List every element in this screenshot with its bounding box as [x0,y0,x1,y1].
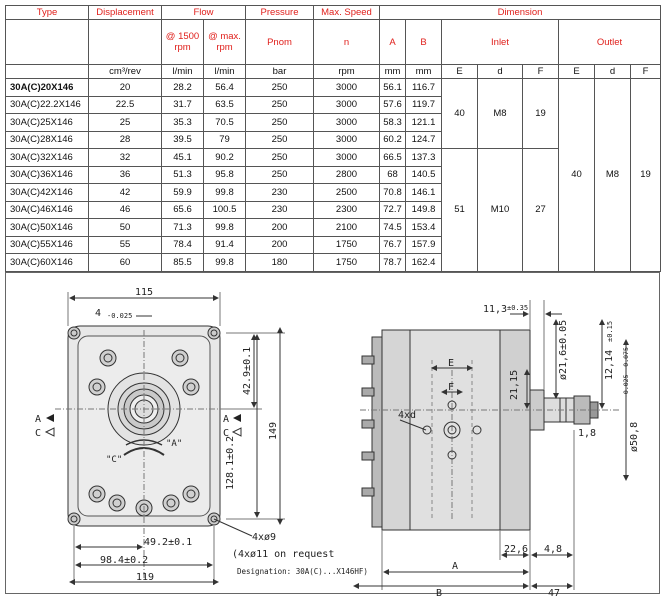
dim-F: F [448,382,454,393]
dim-50-8-tol: -0.025 -0.075 [622,347,630,398]
cell-B: 146.1 [405,183,442,202]
dim-holes-request: (4xø11 on request [232,549,334,560]
rotation-c: "C" [106,455,122,465]
dim-12-14: 12,14 [604,350,615,380]
dim-11-3-tol: ±0.35 [507,304,528,312]
front-view-labels: 115 4 -0.025 42.9±0.1 128.1±0.2 149 49.2… [35,287,368,583]
dim-115: 115 [135,287,153,298]
dim-21-15: 21,15 [509,370,520,400]
inlet-d: M8 [477,78,523,149]
dim-11-3: 11,3 [483,304,507,315]
dim-50-8: ø50,8 [629,422,640,452]
subheader-row: @ 1500 rpm @ max. rpm Pnom n A B Inlet O… [5,19,662,65]
label-C-left: C [35,428,41,439]
designation-text: Designation: 30A(C)...X146HF) [237,567,368,576]
unit-outlet-F: F [629,64,662,79]
subheader-flow-1500: @ 1500 rpm [161,19,204,65]
dim-E: E [448,358,454,369]
subheader-inlet: Inlet [441,19,559,65]
dim-22-6: 22,6 [504,544,528,555]
dim-128-1: 128.1±0.2 [225,436,236,490]
dim-4xd: 4xd [398,410,416,421]
subheader-pnom: Pnom [245,19,314,65]
side-view [353,300,629,590]
dim-149: 149 [268,422,279,440]
subheader-A: A [379,19,406,65]
dim-A: A [452,561,458,572]
cell-type: 30A(C)60X146 [5,253,89,272]
unit-outlet-E: E [558,64,595,79]
dim-98-4: 98.4±0.2 [100,555,148,566]
label-C-right: C [223,428,229,439]
dim-119: 119 [136,572,154,583]
inlet-E: 51 [441,148,478,272]
units-row: cm³/rev l/min l/min bar rpm mm mm E d F … [5,64,662,79]
inlet-E: 40 [441,78,478,149]
dim-B: B [436,588,442,599]
dim-21-6: ø21,6±0.05 [558,320,569,380]
cell-B: 149.8 [405,200,442,219]
inlet-d: M10 [477,148,523,272]
subheader-flow-max: @ max. rpm [203,19,246,65]
label-A-right: A [223,414,229,425]
drawing-frame [5,272,660,594]
dim-12-14-tol: ±0.15 [606,321,614,342]
dim-42-9: 42.9±0.1 [242,347,253,395]
dim-4-tol: -0.025 [107,312,132,320]
inlet-F: 27 [522,148,559,272]
cell-B: 119.7 [405,95,442,114]
outlet-F: 19 [629,78,662,272]
dim-47: 47 [548,588,560,599]
dim-holes: 4xø9 [252,532,276,543]
dim-1-8: 1,8 [578,428,596,439]
side-view-labels: 11,3 ±0.35 ø21,6±0.05 12,14 ±0.15 21,15 … [398,304,640,599]
cell-B: 162.4 [405,253,442,272]
subheader-outlet: Outlet [557,19,662,65]
front-view [44,292,285,585]
dim-4-8: 4,8 [544,544,562,555]
spec-table: Type Displacement Flow Pressure Max. Spe… [5,5,662,272]
label-A-left: A [35,414,41,425]
unit-pressure: bar [245,64,314,79]
cell-n: 1750 [313,253,380,272]
dim-49-2: 49.2±0.1 [144,537,192,548]
rotation-a: "A" [166,439,182,449]
dim-4: 4 [95,308,101,319]
unit-outlet-d: d [594,64,631,79]
subheader-n: n [313,19,380,65]
outlet-d: M8 [594,78,631,272]
unit-B: mm [405,64,442,79]
